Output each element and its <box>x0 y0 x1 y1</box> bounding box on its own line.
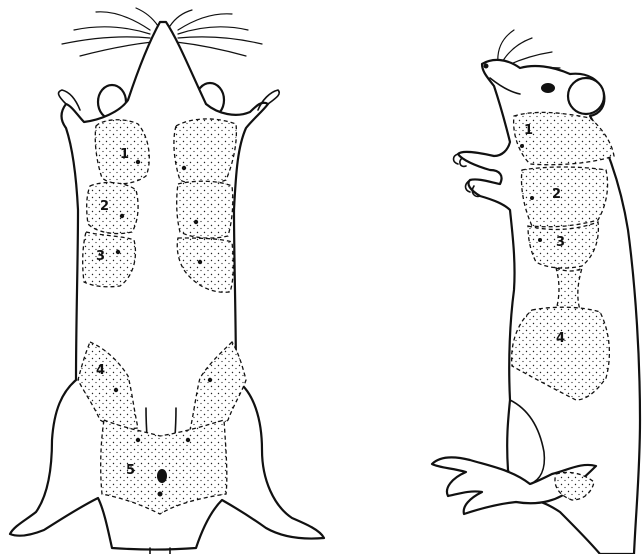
lateral-label-1: 1 <box>524 123 533 138</box>
ventral-genital-mark <box>157 469 167 483</box>
lateral-gland-2 <box>521 167 607 227</box>
ventral-nipple-right-5 <box>186 438 190 442</box>
ventral-label-2: 2 <box>100 199 109 214</box>
lateral-nipple-2 <box>530 196 534 200</box>
ventral-nipple-3 <box>116 250 120 254</box>
ventral-gland-right-1 <box>174 119 236 185</box>
lateral-view-mouse: 1 2 3 4 <box>432 30 640 554</box>
ventral-label-4: 4 <box>96 363 105 378</box>
ventral-nipple-1 <box>136 160 140 164</box>
lateral-label-4: 4 <box>556 331 565 346</box>
lateral-label-3: 3 <box>556 235 565 250</box>
ventral-gland-right-2 <box>177 181 233 238</box>
ventral-label-5: 5 <box>126 463 135 478</box>
ventral-nipple-right-1 <box>182 166 186 170</box>
lateral-ear <box>568 78 604 114</box>
ventral-nipple-right-3 <box>198 260 202 264</box>
lateral-nose <box>484 64 489 69</box>
ventral-label-1: 1 <box>120 147 129 162</box>
lateral-gland-connector <box>556 268 582 312</box>
ventral-label-3: 3 <box>96 249 105 264</box>
ventral-gland-2 <box>87 183 138 234</box>
ventral-nipple-4 <box>114 388 118 392</box>
ventral-nipple-right-2 <box>194 220 198 224</box>
ventral-view-mouse: 1 2 3 4 5 <box>10 8 324 554</box>
lateral-eye <box>541 83 555 93</box>
lateral-gland-1 <box>514 112 614 164</box>
ventral-nipple-2 <box>120 214 124 218</box>
lateral-nipple-1 <box>520 144 524 148</box>
ventral-anal-mark <box>158 492 163 497</box>
ventral-nipple-5 <box>136 438 140 442</box>
ventral-nipple-right-4 <box>208 378 212 382</box>
lateral-nipple-3 <box>538 238 542 242</box>
lateral-label-2: 2 <box>552 187 561 202</box>
